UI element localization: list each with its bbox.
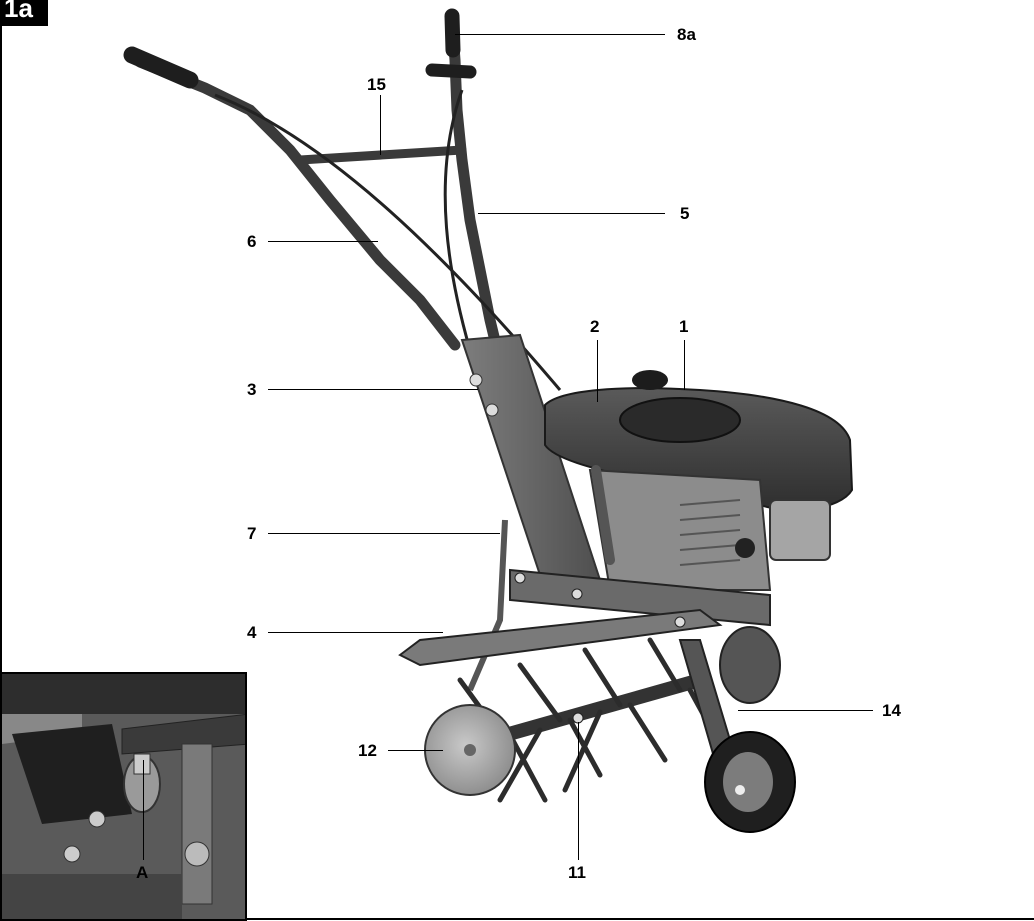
dipstick bbox=[591, 465, 615, 565]
leader-2 bbox=[597, 340, 598, 402]
callout-A: A bbox=[136, 863, 149, 882]
leader-7 bbox=[268, 533, 500, 534]
throttle-cable bbox=[443, 89, 472, 351]
chassis bbox=[509, 568, 771, 627]
side-disc-right bbox=[719, 626, 781, 704]
leader-6 bbox=[268, 241, 378, 242]
recoil-starter bbox=[619, 397, 741, 443]
callout-4: 4 bbox=[247, 623, 257, 642]
leader-5 bbox=[478, 213, 665, 214]
figure-number: 1a bbox=[4, 0, 33, 23]
callout-3: 3 bbox=[247, 380, 257, 399]
leader-1 bbox=[684, 340, 685, 390]
muffler bbox=[769, 499, 831, 561]
leader-3 bbox=[268, 389, 478, 390]
callout-11: 11 bbox=[568, 863, 586, 882]
leader-12 bbox=[388, 750, 443, 751]
page-frame-left bbox=[0, 0, 2, 672]
leader-14 bbox=[738, 710, 873, 711]
figure-number-badge: 1a bbox=[0, 0, 48, 26]
page-frame-bottom bbox=[247, 918, 1034, 920]
leader-4 bbox=[268, 632, 443, 633]
handlebar-left bbox=[134, 56, 461, 351]
inset-illustration bbox=[2, 674, 245, 919]
callout-6: 6 bbox=[247, 232, 257, 251]
callout-1: 1 bbox=[679, 317, 689, 336]
callout-15: 15 bbox=[367, 75, 386, 94]
leader-8a bbox=[455, 34, 665, 35]
fuel-cap bbox=[632, 370, 668, 390]
callout-14: 14 bbox=[882, 701, 901, 720]
grip-right bbox=[444, 8, 461, 58]
depth-stake bbox=[467, 519, 508, 692]
leader-15 bbox=[380, 95, 381, 155]
leader-11 bbox=[578, 722, 579, 860]
callout-2: 2 bbox=[590, 317, 600, 336]
grip-left bbox=[123, 46, 199, 89]
callout-5: 5 bbox=[680, 204, 690, 223]
leader-A bbox=[143, 760, 144, 860]
inset-detail bbox=[0, 672, 247, 921]
grip-lever bbox=[425, 63, 477, 79]
tine-guard bbox=[398, 608, 723, 667]
callout-8a: 8a bbox=[677, 25, 696, 44]
callout-12: 12 bbox=[358, 741, 377, 760]
engine-cooling-fins bbox=[679, 499, 741, 566]
engine-block bbox=[588, 468, 772, 591]
callout-7: 7 bbox=[247, 524, 257, 543]
